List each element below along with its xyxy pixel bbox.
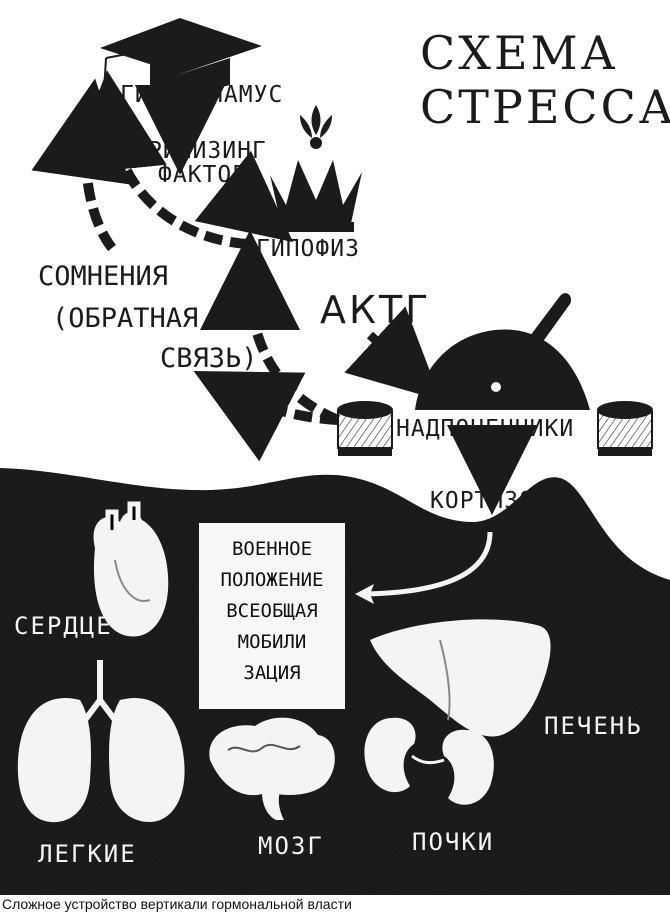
node-actg: АКТГ <box>320 288 432 332</box>
title-line-2: СТРЕССА <box>420 80 670 134</box>
node-releasing-factor-line1: РИЛИЗИНГ <box>148 138 267 164</box>
organ-label-liver: ПЕЧЕНЬ <box>544 712 643 740</box>
feedback-arrow-pituitary-to-hypothalamus <box>67 70 249 249</box>
feedback-label-line1: СОМНЕНИЯ <box>38 261 169 292</box>
kidneys-icon <box>364 717 494 805</box>
arrow-cortisol-to-box <box>364 531 493 597</box>
node-hypothalamus: ГИПОТАЛАМУС <box>120 82 284 108</box>
node-cortisol: КОРТИЗОЛ <box>430 488 549 514</box>
node-releasing-factor-line2: ФАКТОР <box>158 162 248 188</box>
feedback-arrow-doubt-to-hypothalamus <box>31 78 131 252</box>
title-line-1: СХЕМА <box>420 26 619 80</box>
brain-icon <box>209 717 335 820</box>
figure-caption: Сложное устройство вертикали гормонально… <box>2 896 352 912</box>
crown-icon <box>270 105 362 232</box>
box-line-3: ВСЕОБЩАЯ <box>226 600 318 622</box>
box-line-1: ВОЕННОЕ <box>231 538 313 560</box>
box-line-5: ЗАЦИЯ <box>243 662 301 684</box>
feedback-arrow-adrenal-to-doubt <box>193 370 339 462</box>
arrow-releasing-to-pituitary <box>194 150 294 243</box>
organ-label-brain: МОЗГ <box>258 832 324 860</box>
node-pituitary: ГИПОФИЗ <box>256 236 360 262</box>
mobilization-box <box>197 521 347 711</box>
epaulette-left-icon <box>337 401 393 456</box>
organ-label-lungs: ЛЕГКИЕ <box>38 840 137 868</box>
box-line-4: МОБИЛИ <box>237 631 307 653</box>
organ-label-kidneys: ПОЧКИ <box>412 828 495 856</box>
box-line-2: ПОЛОЖЕНИЕ <box>220 569 324 591</box>
mobilization-box-text: ВОЕННОЕ ПОЛОЖЕНИЕ ВСЕОБЩАЯ МОБИЛИ ЗАЦИЯ <box>198 534 346 689</box>
organ-label-heart: СЕРДЦЕ <box>14 612 113 640</box>
epaulette-right-icon <box>597 401 653 456</box>
feedback-label-line2: (ОБРАТНАЯ <box>52 303 199 334</box>
node-adrenal-glands: НАДПОЧЕЧНИКИ <box>396 416 575 442</box>
arrow-actg-to-adrenal <box>344 306 442 401</box>
lungs-icon <box>17 660 185 823</box>
feedback-label-line3: СВЯЗЬ) <box>160 343 258 374</box>
heart-icon <box>93 501 169 637</box>
liver-icon <box>370 619 551 737</box>
bicorne-hat-icon <box>415 293 590 410</box>
